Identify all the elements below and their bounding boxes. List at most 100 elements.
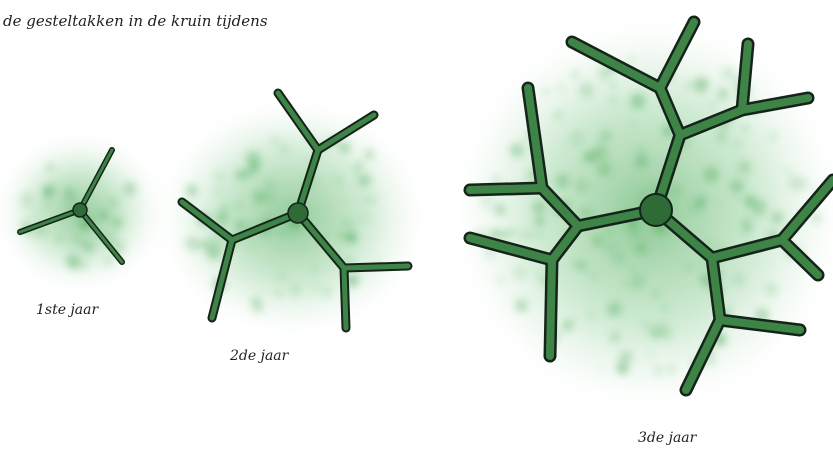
foliage-speckle bbox=[802, 180, 809, 187]
foliage-speckle bbox=[535, 217, 545, 227]
foliage-speckle bbox=[697, 197, 707, 207]
foliage-speckle bbox=[363, 198, 367, 202]
foliage-speckle bbox=[590, 273, 597, 280]
foliage-speckle bbox=[599, 367, 603, 371]
foliage-speckle bbox=[532, 201, 546, 215]
foliage-speckle bbox=[281, 145, 288, 152]
foliage-speckle bbox=[104, 257, 113, 266]
foliage-speckle bbox=[631, 275, 645, 289]
foliage-speckle bbox=[570, 131, 584, 145]
foliage-speckle bbox=[510, 143, 525, 158]
foliage-speckle bbox=[195, 242, 204, 251]
foliage-speckle bbox=[717, 88, 729, 100]
foliage-speckle bbox=[597, 161, 612, 176]
foliage-speckle bbox=[630, 93, 645, 108]
foliage-speckle bbox=[206, 244, 222, 260]
foliage-speckle bbox=[592, 235, 603, 246]
foliage-speckle bbox=[611, 83, 616, 88]
foliage-speckle bbox=[556, 174, 570, 188]
foliage-speckle bbox=[341, 220, 346, 225]
foliage-speckle bbox=[771, 211, 784, 224]
foliage-speckle bbox=[610, 332, 621, 343]
foliage-speckle bbox=[607, 302, 622, 317]
foliage-speckle bbox=[765, 283, 778, 296]
foliage-speckle bbox=[716, 201, 721, 206]
foliage-speckle bbox=[247, 240, 256, 249]
foliage-speckle bbox=[520, 229, 532, 241]
foliage-speckle bbox=[610, 98, 615, 103]
foliage-speckle bbox=[789, 176, 804, 191]
foliage-speckle bbox=[629, 57, 633, 61]
foliage-speckle bbox=[276, 291, 282, 297]
foliage-speckle bbox=[761, 199, 765, 203]
foliage-speckle bbox=[215, 189, 220, 194]
foliage-speckle bbox=[572, 259, 583, 270]
foliage-speckle bbox=[655, 368, 662, 375]
foliage-speckle bbox=[79, 261, 89, 271]
stage-label-year-1: 1ste jaar bbox=[36, 302, 98, 318]
foliage-speckle bbox=[336, 177, 343, 184]
foliage-speckle bbox=[652, 290, 660, 298]
foliage-speckle bbox=[111, 217, 123, 229]
foliage-speckle bbox=[733, 273, 746, 286]
foliage-speckle bbox=[513, 266, 526, 279]
foliage-speckle bbox=[654, 321, 670, 337]
foliage-speckle bbox=[339, 142, 350, 153]
foliage-speckle bbox=[730, 179, 745, 194]
foliage-speckle bbox=[694, 77, 709, 92]
foliage-speckle bbox=[365, 150, 374, 159]
foliage-speckle bbox=[751, 201, 766, 216]
foliage-speckle bbox=[621, 366, 630, 375]
foliage-speckle bbox=[735, 197, 740, 202]
foliage-speckle bbox=[647, 324, 652, 329]
foliage-speckle bbox=[667, 365, 675, 373]
foliage-speckle bbox=[612, 252, 624, 264]
foliage-speckle bbox=[108, 198, 117, 207]
foliage-speckle bbox=[710, 102, 714, 106]
foliage-speckle bbox=[558, 85, 565, 92]
foliage-speckle bbox=[281, 230, 286, 235]
foliage-speckle bbox=[555, 112, 561, 118]
foliage-speckle bbox=[707, 239, 712, 244]
foliage-speckle bbox=[562, 321, 573, 332]
foliage-speckle bbox=[72, 265, 76, 269]
foliage-speckle bbox=[599, 170, 603, 174]
foliage-speckle bbox=[271, 136, 278, 143]
foliage-speckle bbox=[186, 185, 198, 197]
foliage-speckle bbox=[606, 242, 616, 252]
foliage-speckle bbox=[323, 289, 330, 296]
foliage-speckle bbox=[312, 267, 316, 271]
stage-label-year-3: 3de jaar bbox=[638, 430, 696, 446]
foliage-speckle bbox=[631, 228, 638, 235]
foliage-speckle bbox=[312, 283, 320, 291]
foliage-speckle bbox=[533, 230, 542, 239]
foliage-speckle bbox=[97, 209, 109, 221]
foliage-speckle bbox=[635, 242, 648, 255]
foliage-speckle bbox=[123, 182, 136, 195]
foliage-speckle bbox=[222, 204, 227, 209]
foliage-speckle bbox=[493, 177, 500, 184]
foliage-speckle bbox=[278, 273, 286, 281]
foliage-speckle bbox=[368, 195, 376, 203]
foliage-speckle bbox=[56, 237, 61, 242]
foliage-speckle bbox=[543, 89, 548, 94]
foliage-speckle bbox=[638, 147, 644, 153]
foliage-speckle bbox=[355, 162, 363, 170]
foliage-speckle bbox=[575, 179, 589, 193]
foliage-speckle bbox=[32, 212, 37, 217]
foliage-speckle bbox=[536, 270, 543, 277]
foliage-speckle bbox=[737, 160, 751, 174]
foliage-speckle bbox=[593, 144, 609, 160]
foliage-speckle bbox=[631, 122, 635, 126]
diagram-caption: de gesteltakken in de kruin tijdens bbox=[3, 12, 268, 30]
foliage-speckle bbox=[686, 263, 693, 270]
foliage-speckle bbox=[635, 155, 648, 168]
foliage-speckle bbox=[253, 191, 265, 203]
foliage-speckle bbox=[71, 233, 84, 246]
foliage-speckle bbox=[742, 126, 748, 132]
foliage-speckle bbox=[214, 171, 224, 181]
foliage-speckle bbox=[234, 202, 242, 210]
foliage-speckle bbox=[43, 190, 48, 195]
